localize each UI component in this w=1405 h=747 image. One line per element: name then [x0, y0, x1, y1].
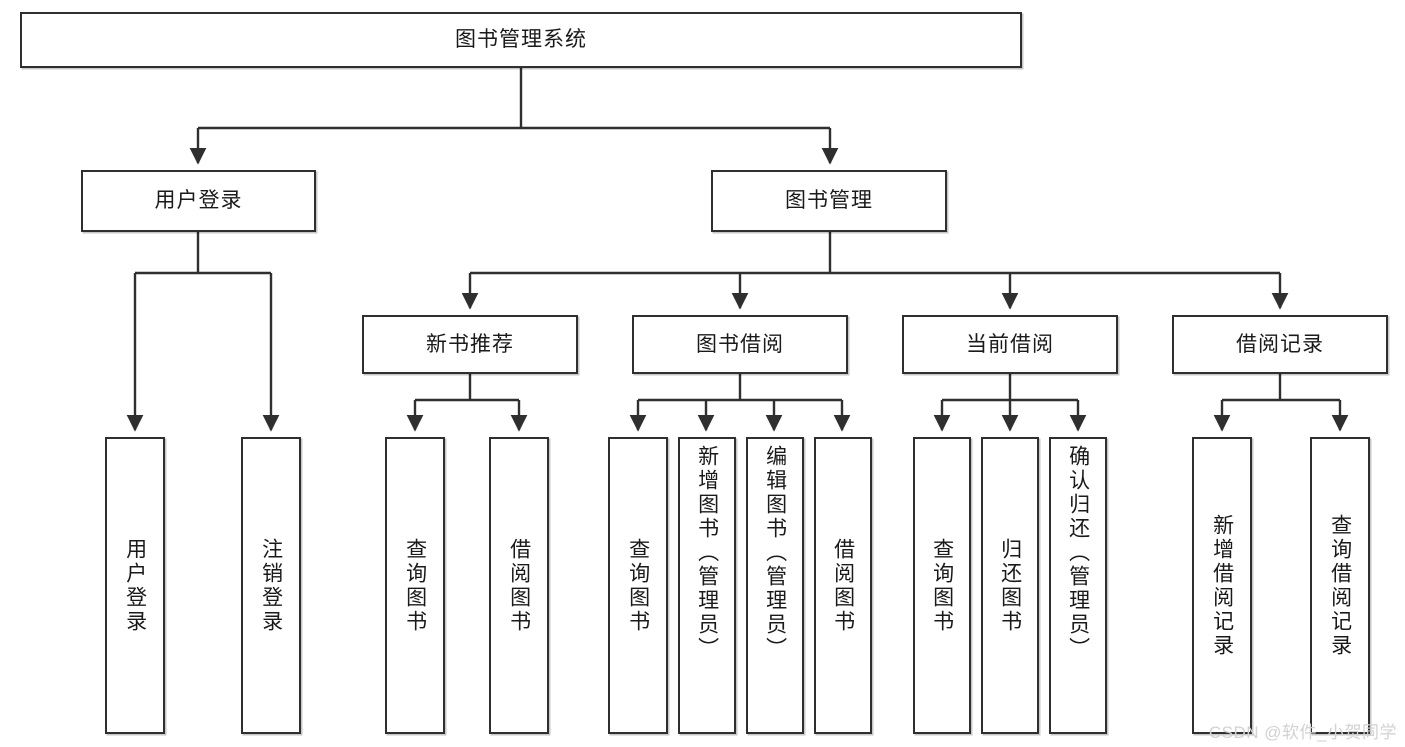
node-label: 新书推荐: [426, 332, 514, 356]
node-label: 归还图书: [998, 537, 1022, 634]
node-label: 用户登录: [154, 189, 243, 213]
node-label: 注销登录: [259, 537, 283, 634]
node-label: 查询图书: [626, 537, 650, 634]
node-leaf-edit-book[interactable]: 编辑图书（管理员）: [746, 437, 804, 734]
node-label: 确认归还（管理员）: [1066, 445, 1090, 661]
node-leaf-add-book[interactable]: 新增图书（管理员）: [678, 437, 736, 734]
node-leaf-confirm-return[interactable]: 确认归还（管理员）: [1049, 437, 1107, 734]
node-book-borrow[interactable]: 图书借阅: [632, 315, 848, 374]
node-leaf-query-book-2[interactable]: 查询图书: [608, 437, 668, 734]
node-label: 用户登录: [123, 537, 147, 634]
node-label: 借阅图书: [507, 537, 531, 634]
node-leaf-borrow-book-1[interactable]: 借阅图书: [489, 437, 549, 734]
node-label: 新增借阅记录: [1210, 513, 1234, 658]
node-label: 查询借阅记录: [1328, 513, 1352, 658]
node-label: 借阅图书: [831, 537, 855, 634]
node-label: 新增图书（管理员）: [695, 445, 719, 661]
node-leaf-user-login[interactable]: 用户登录: [105, 437, 165, 734]
node-leaf-query-book-1[interactable]: 查询图书: [385, 437, 445, 734]
node-label: 查询图书: [403, 537, 427, 634]
node-label: 当前借阅: [966, 332, 1054, 356]
node-leaf-return-book[interactable]: 归还图书: [981, 437, 1039, 734]
node-label: 图书借阅: [696, 332, 784, 356]
node-label: 图书管理: [785, 189, 873, 213]
node-leaf-query-record[interactable]: 查询借阅记录: [1310, 437, 1370, 734]
node-book-management-system[interactable]: 图书管理系统: [20, 12, 1022, 68]
node-label: 借阅记录: [1236, 332, 1324, 356]
node-new-book-recommend[interactable]: 新书推荐: [362, 315, 578, 374]
node-leaf-borrow-book-2[interactable]: 借阅图书: [814, 437, 872, 734]
node-book-manage[interactable]: 图书管理: [711, 170, 947, 232]
node-user-login[interactable]: 用户登录: [81, 170, 316, 232]
watermark-text: CSDN @软件_小贺同学: [1208, 723, 1397, 742]
node-label: 图书管理系统: [455, 28, 587, 52]
node-borrow-record[interactable]: 借阅记录: [1172, 315, 1388, 374]
node-leaf-add-record[interactable]: 新增借阅记录: [1192, 437, 1252, 734]
node-label: 查询图书: [930, 537, 954, 634]
node-leaf-query-book-3[interactable]: 查询图书: [913, 437, 971, 734]
node-leaf-logout-login[interactable]: 注销登录: [241, 437, 301, 734]
node-current-borrow[interactable]: 当前借阅: [902, 315, 1118, 374]
node-label: 编辑图书（管理员）: [763, 445, 787, 661]
